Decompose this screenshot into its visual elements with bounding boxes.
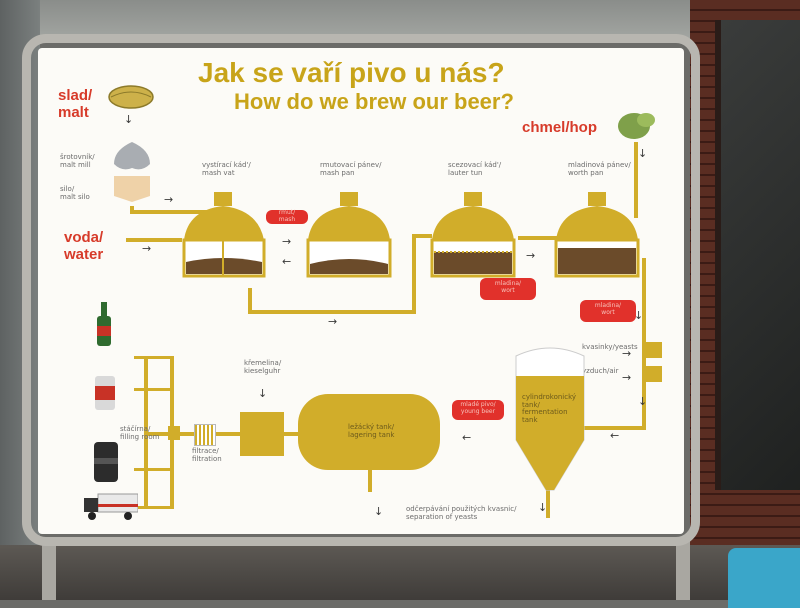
fermentation-tank-label: cylindrokonický tank/ fermentation tank — [522, 393, 577, 425]
worth-pan-icon — [554, 192, 640, 278]
lagering-tank-label: ležácký tank/ lagering tank — [348, 423, 395, 439]
arrow-right-icon: → — [142, 242, 152, 255]
arrow-right-icon: → — [622, 371, 632, 384]
background-wall — [0, 0, 800, 40]
malt-mill-icon — [114, 142, 150, 202]
window — [715, 20, 800, 490]
pipe — [248, 310, 416, 314]
arrow-right-icon: → — [328, 315, 338, 328]
pipe — [134, 356, 174, 359]
arrow-right-icon: → — [622, 347, 632, 360]
arrow-down-icon: ↓ — [638, 395, 648, 408]
pipe — [634, 142, 638, 218]
beer-can-icon — [95, 376, 115, 410]
kieselguhr-box — [240, 412, 284, 456]
pipe — [126, 238, 182, 242]
beer-truck-icon — [84, 493, 138, 520]
arrow-right-icon: → — [164, 193, 174, 206]
pipe — [584, 426, 646, 430]
arrow-right-icon: → — [526, 249, 536, 262]
arrow-down-icon: ↓ — [638, 147, 648, 160]
mash-pill: rmut/ mash — [266, 209, 308, 224]
pipe — [546, 484, 550, 518]
beer-keg-icon — [94, 442, 118, 482]
pipe — [134, 506, 174, 509]
pipe — [518, 236, 558, 240]
arrow-down-icon: ↓ — [538, 501, 548, 514]
wort-pill-2: mladina/ wort — [580, 300, 636, 322]
arrow-down-icon: ↓ — [124, 113, 134, 126]
filter-icon — [194, 424, 216, 446]
fermentation-tank-icon — [515, 347, 585, 491]
filtration-label: filtrace/ filtration — [192, 447, 222, 463]
worth-pan-label: mladinová pánev/ worth pan — [568, 161, 631, 177]
title-czech: Jak se vaří pivo u nás? — [198, 57, 505, 88]
hop-label: chmel/hop — [522, 119, 598, 136]
yeast-separation-label: odčerpávání použitých kvasnic/ separatio… — [406, 505, 517, 521]
wort-pill: mladina/ wort — [480, 278, 536, 300]
hop-cone-icon — [618, 113, 655, 139]
water-label: voda/ water — [64, 229, 104, 263]
pipe — [248, 288, 252, 314]
mash-vat-icon — [182, 192, 266, 278]
sign-post-right — [676, 540, 690, 600]
yeasts-label: kvasinky/yeasts — [582, 343, 638, 351]
ground — [0, 545, 800, 600]
air-valve — [646, 366, 662, 382]
arrow-left-icon: ← — [282, 255, 292, 268]
pipe — [134, 388, 174, 391]
mash-pan-label: rmutovací pánev/ mash pan — [320, 161, 382, 177]
kieselguhr-label: křemelina/ kieselguhr — [244, 359, 282, 375]
arrow-left-icon: ← — [462, 431, 472, 444]
yeast-valve — [646, 342, 662, 358]
malt-silo-label: silo/ malt silo — [60, 185, 90, 201]
filling-room-label: stáčírna/ filling room — [120, 425, 160, 441]
lauter-tun-label: scezovací kád'/ lauter tun — [448, 161, 502, 177]
arrow-down-icon: ↓ — [258, 387, 268, 400]
pipe — [642, 258, 646, 428]
pipe — [412, 234, 432, 238]
title-english: How do we brew our beer? — [234, 89, 514, 114]
pipe — [130, 210, 218, 214]
beer-bottle-icon — [97, 302, 111, 346]
malt-label: slad/ malt — [58, 87, 93, 121]
young-beer-pill: mladé pivo/ young beer — [452, 400, 504, 420]
sign-frame — [22, 34, 700, 546]
lagering-tank — [298, 394, 440, 470]
lauter-tun-icon — [430, 192, 516, 278]
pipe — [134, 468, 174, 471]
pipe — [412, 234, 416, 314]
malt-grain-icon — [108, 85, 154, 109]
sign-post-left — [42, 540, 56, 600]
blue-bin — [728, 548, 800, 608]
pipe — [368, 468, 372, 492]
arrow-down-icon: ↓ — [374, 505, 384, 518]
mash-pan-icon — [306, 192, 392, 278]
background-wall-left — [0, 0, 40, 600]
arrow-left-icon: ← — [610, 429, 620, 442]
info-board: Jak se vaří pivo u nás? How do we brew o… — [38, 48, 684, 534]
mash-vat-label: vystírací kád'/ mash vat — [202, 161, 251, 177]
malt-mill-label: šrotovník/ malt mill — [60, 153, 95, 169]
arrow-down-icon: ↓ — [634, 309, 644, 322]
arrow-right-icon: → — [282, 235, 292, 248]
pipe — [170, 356, 174, 508]
air-label: vzduch/air — [582, 367, 619, 375]
